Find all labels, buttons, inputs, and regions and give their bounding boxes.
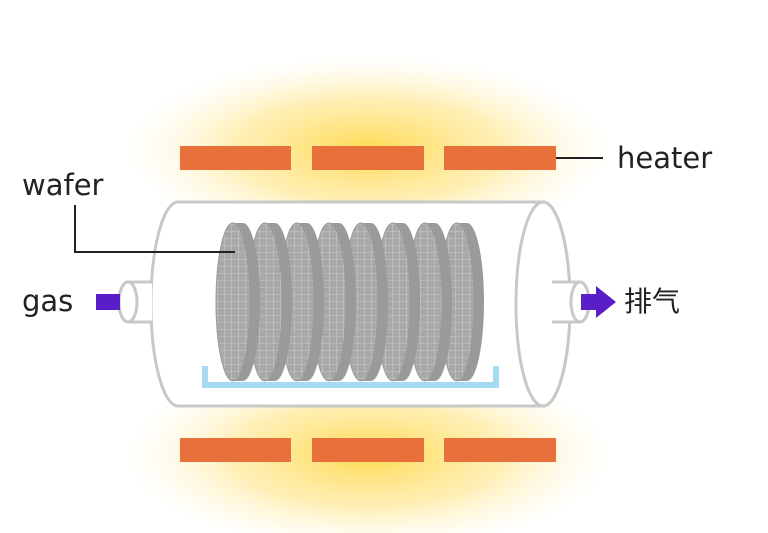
heater-top-3: [444, 146, 556, 170]
wafer-leader-line: [74, 205, 235, 253]
heater-bottom-3: [444, 438, 556, 462]
heater-top-2: [312, 146, 424, 170]
wafer-label: wafer: [22, 168, 104, 202]
exhaust-label: 排气: [624, 285, 680, 318]
arrow-right-icon: [581, 286, 616, 318]
heater-bottom-2: [312, 438, 424, 462]
wafer: [215, 222, 260, 382]
heater-top-1: [180, 146, 291, 170]
wafer-boat: [202, 366, 499, 388]
arrow-right-icon: [96, 294, 120, 310]
heater-label: heater: [617, 141, 712, 175]
heater-bottom-1: [180, 438, 291, 462]
gas-inlet-nozzle: [117, 280, 152, 324]
gas-label: gas: [22, 284, 73, 318]
wafer-stack: [215, 222, 484, 382]
